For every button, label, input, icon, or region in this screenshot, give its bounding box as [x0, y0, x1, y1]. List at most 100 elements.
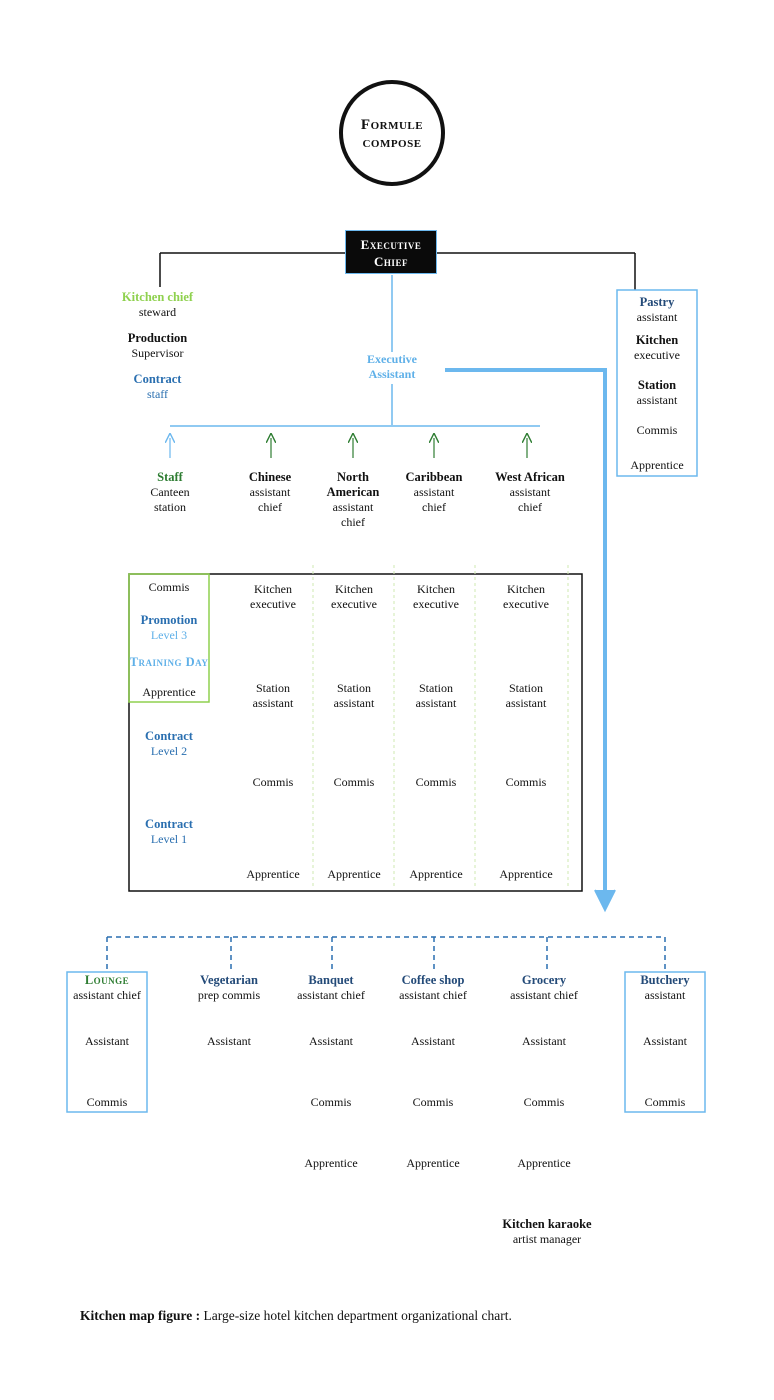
bottom-row: Commis: [644, 1095, 686, 1109]
contract-2-label: Contract: [145, 729, 193, 743]
bottom-sub: prep commis: [197, 988, 261, 1002]
grid-commis-text: Commis: [505, 775, 547, 789]
grid-apprentice: Apprentice: [486, 867, 566, 882]
bottom-row: Apprentice: [517, 1156, 571, 1170]
station-sub-1: assistant: [249, 485, 291, 499]
station-staff: Staff Canteen station: [130, 470, 210, 515]
grid-station-assistant-text: assistant: [252, 696, 294, 710]
bottom-sub: assistant chief: [297, 988, 365, 1002]
pastry-apprentice: Apprentice: [630, 458, 684, 472]
station-caribbean: Caribbean assistant chief: [394, 470, 474, 515]
pastry-executive: executive: [634, 348, 680, 362]
station-title-2: American: [326, 485, 380, 499]
promotion-box: [128, 573, 210, 703]
station-sub-2: chief: [341, 515, 365, 529]
station-sub-1: assistant: [332, 500, 374, 514]
bottom-row: Assistant: [206, 1034, 251, 1048]
production-label: Production: [127, 331, 188, 345]
lounge-box: [66, 971, 148, 1113]
staff-label: staff: [146, 387, 169, 401]
bottom-row: Assistant: [642, 1034, 687, 1048]
bottom-title: Grocery: [521, 973, 567, 987]
station-sub-1: assistant: [413, 485, 455, 499]
karaoke-title: Kitchen karaoke: [502, 1217, 592, 1231]
bottom-title: Coffee shop: [401, 973, 465, 987]
grid-station-assistant-text: assistant: [415, 696, 457, 710]
grid-commis-text: Commis: [415, 775, 457, 789]
executive-chief-box: Executive Chief: [345, 230, 437, 274]
grid-kitchen-executive-text: executive: [413, 597, 459, 611]
station-title: Staff: [157, 470, 183, 484]
pastry-box: [616, 289, 698, 477]
bottom-row: Apprentice: [406, 1156, 460, 1170]
grid-station-assistant-text: Station: [418, 681, 453, 695]
contract-1-label: Contract: [145, 817, 193, 831]
kitchen-karaoke: Kitchen karaoke artist manager: [487, 1217, 607, 1247]
contract-level-1: Contract Level 1: [129, 817, 209, 847]
caption-text: Large-size hotel kitchen department orga…: [203, 1308, 512, 1323]
grid-kitchen-executive-text: executive: [250, 597, 296, 611]
bottom-row: Commis: [412, 1095, 454, 1109]
grid-box: [128, 573, 583, 892]
executive-assistant: Executive Assistant: [342, 352, 442, 382]
station-sub-2: station: [154, 500, 186, 514]
bottom-sub: assistant chief: [399, 988, 467, 1002]
grid-station-assistant-text: Station: [255, 681, 290, 695]
pastry-station-sub: assistant: [636, 393, 678, 407]
bottom-sub: assistant chief: [73, 988, 141, 1002]
bottom-row: Assistant: [84, 1034, 129, 1048]
executive-assistant-line-1: Executive: [367, 352, 417, 366]
grid-commis: Commis: [396, 775, 476, 790]
grid-commis: Commis: [233, 775, 313, 790]
station-title: Chinese: [248, 470, 292, 484]
steward-label: steward: [138, 305, 177, 319]
grid-apprentice: Apprentice: [233, 867, 313, 882]
level-2-label: Level 2: [150, 744, 188, 758]
pastry-station: Station: [637, 378, 677, 392]
logo: Formule compose: [342, 116, 442, 152]
bottom-row: Apprentice: [304, 1156, 358, 1170]
training-day: Training Day: [129, 655, 209, 669]
station-west-african: West African assistant chief: [485, 470, 575, 515]
grid-station-assistant-text: Station: [336, 681, 371, 695]
figure-caption: Kitchen map figure : Large-size hotel ki…: [80, 1308, 512, 1324]
bottom-row: Commis: [86, 1095, 128, 1109]
executive-chief-line-2: Chief: [374, 254, 408, 269]
grid-apprentice-text: Apprentice: [499, 867, 553, 881]
grid-apprentice-text: Apprentice: [327, 867, 381, 881]
grid-kitchen-executive-text: Kitchen: [335, 582, 373, 596]
logo-line-1: Formule: [360, 117, 424, 133]
bottom-sub: assistant chief: [510, 988, 578, 1002]
pastry-commis: Commis: [636, 423, 678, 437]
pastry-kitchen: Kitchen: [635, 333, 679, 347]
bottom-row: Assistant: [308, 1034, 353, 1048]
bottom-row: Commis: [523, 1095, 565, 1109]
grid-kitchen-executive-text: executive: [331, 597, 377, 611]
executive-chief-line-1: Executive: [360, 237, 422, 252]
station-sub-1: assistant: [509, 485, 551, 499]
bottom-title: Vegetarian: [200, 973, 258, 987]
grid-kitchen-executive-text: executive: [503, 597, 549, 611]
station-north-american: North American assistant chief: [313, 470, 393, 530]
level-1-label: Level 1: [150, 832, 188, 846]
station-title: Caribbean: [405, 470, 463, 484]
bottom-title: Lounge: [84, 973, 130, 987]
station-chinese: Chinese assistant chief: [230, 470, 310, 515]
grid-left-commis: Commis: [148, 580, 190, 594]
logo-circle: [339, 80, 445, 186]
karaoke-sub: artist manager: [512, 1232, 582, 1246]
kitchen-chief-label: Kitchen chief: [121, 290, 194, 304]
grid-apprentice: Apprentice: [396, 867, 476, 882]
executive-assistant-line-2: Assistant: [368, 367, 416, 381]
